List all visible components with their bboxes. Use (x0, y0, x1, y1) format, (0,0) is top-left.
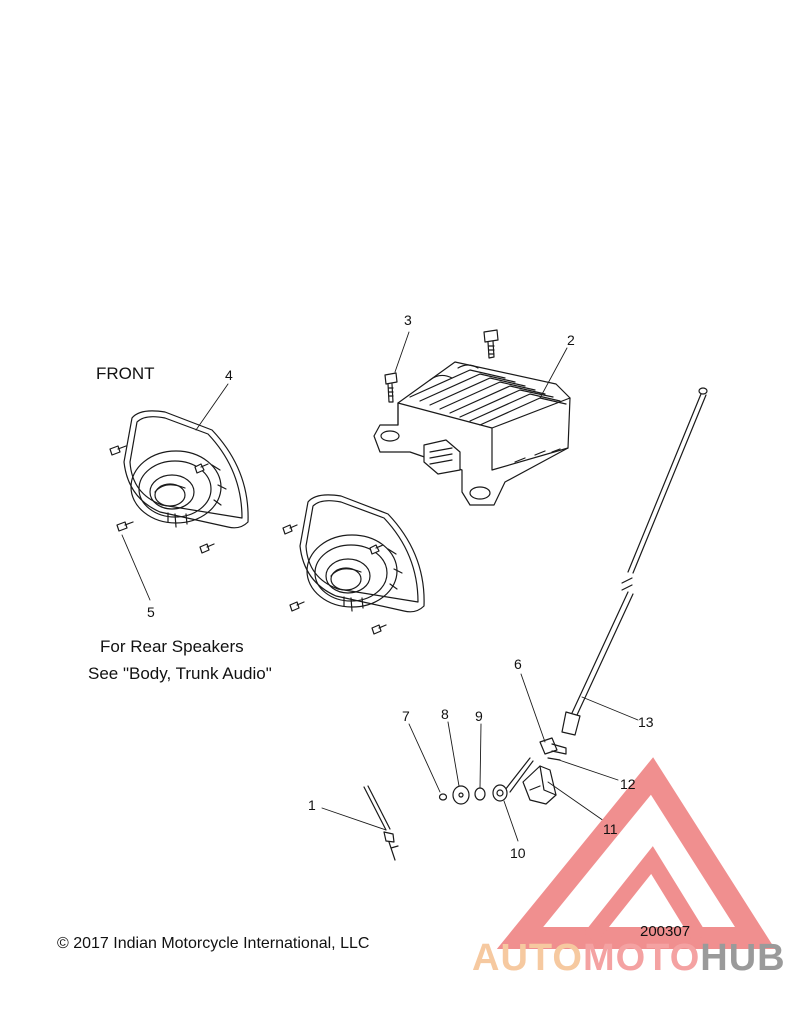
callout-1: 1 (308, 797, 316, 813)
screw-5f (369, 544, 384, 555)
bolt-3b (483, 329, 499, 359)
screw-5b (194, 463, 209, 474)
copyright: © 2017 Indian Motorcycle International, … (57, 935, 370, 952)
diagram-number: 200307 (640, 923, 691, 940)
rear-speakers-note-line2: See "Body, Trunk Audio" (88, 664, 272, 683)
callout-8: 8 (441, 706, 449, 722)
antenna-base (539, 737, 567, 755)
watermark-word-moto: MOTO (582, 937, 701, 979)
screw-5e (282, 524, 298, 535)
callout-3: 3 (404, 312, 412, 328)
antenna-bracket (504, 757, 557, 805)
callout-6: 6 (514, 656, 522, 672)
callout-5: 5 (147, 604, 155, 620)
washer-9 (474, 787, 486, 801)
screw-5a (109, 445, 127, 456)
screw-5c (116, 521, 134, 532)
screw-5g (289, 601, 305, 612)
antenna-cable (363, 785, 399, 861)
callout-2: 2 (567, 332, 575, 348)
callout-12: 12 (620, 776, 636, 792)
washer-12 (547, 757, 561, 761)
callout-7: 7 (402, 708, 410, 724)
nut-7 (438, 793, 448, 801)
screw-5h (371, 624, 387, 635)
speaker-front-right (299, 494, 425, 613)
watermark-word-hub: HUB (700, 937, 786, 979)
callout-9: 9 (475, 708, 483, 724)
screw-5d (199, 543, 215, 554)
rear-speakers-note-line1: For Rear Speakers (100, 637, 244, 656)
watermark-word-auto: AUTO (472, 937, 583, 979)
speaker-front-left (123, 410, 249, 529)
callout-13: 13 (638, 714, 654, 730)
watermark-wordmark: AUTOMOTOHUB (472, 937, 786, 980)
callout-4: 4 (225, 367, 233, 383)
bolt-3a (384, 372, 398, 403)
washer-8 (452, 785, 470, 805)
front-label: FRONT (96, 364, 155, 383)
callout-11: 11 (603, 821, 618, 837)
antenna-mast (561, 387, 708, 736)
amplifier-module (373, 361, 571, 506)
grommet-10 (492, 784, 508, 802)
watermark-logo (496, 757, 776, 949)
callout-10: 10 (510, 845, 526, 861)
